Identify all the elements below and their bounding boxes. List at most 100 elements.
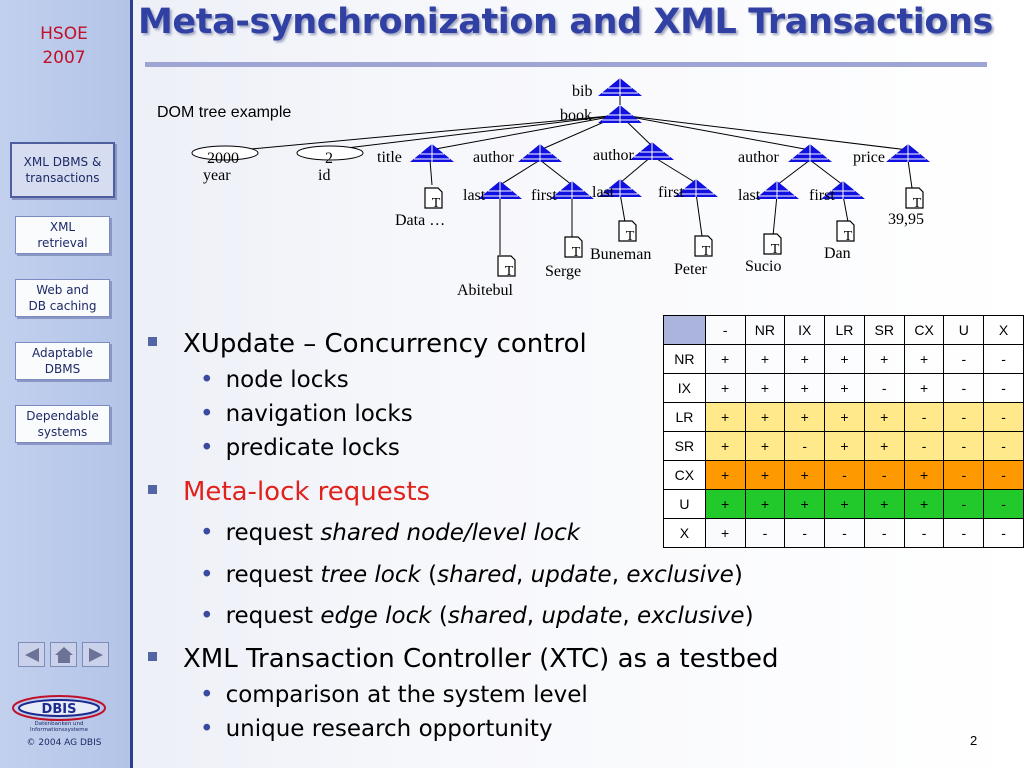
subbullet-predicate-locks: • predicate locks (200, 435, 400, 461)
svg-text:T: T (432, 196, 441, 211)
bullet-dot-icon: • (200, 682, 214, 708)
table-cell: + (784, 460, 826, 490)
svg-text:T: T (505, 264, 514, 279)
table-cell: - (983, 460, 1024, 490)
nav-dependable-systems[interactable]: Dependable systems (15, 405, 110, 443)
svg-text:T: T (626, 229, 635, 244)
node-author-1 (517, 143, 563, 163)
subbullet-navigation-locks: •navigation locks (200, 401, 413, 427)
bullet-dot-icon: • (200, 435, 214, 461)
text-node-buneman: T (618, 220, 637, 244)
table-cell: - (943, 344, 985, 374)
previous-slide-button[interactable] (18, 642, 45, 667)
bullet-dot-icon: • (200, 562, 214, 588)
label-year: year (203, 167, 231, 184)
brand-line2: 2007 (42, 48, 86, 68)
table-cell: - (903, 431, 945, 461)
dbis-logo-icon: DBIS Datenbanken und Informationssysteme (12, 695, 106, 733)
bullet-dot-icon: • (200, 520, 214, 546)
table-cell: + (903, 344, 945, 374)
text-node-serge: T (564, 236, 583, 260)
attribute-nodes (191, 145, 364, 161)
nav-label: Dependable systems (26, 409, 99, 439)
table-cell: - (983, 344, 1024, 374)
column-header: CX (903, 315, 945, 345)
dom-tree-diagram: T T T T T T T T bib book 2000 year 2 id … (191, 77, 931, 299)
nav-web-db-caching[interactable]: Web and DB caching (15, 279, 110, 317)
bullet-square-icon (148, 485, 157, 494)
next-slide-button[interactable] (82, 642, 109, 667)
sidebar: HSOE 2007 XML DBMS & transactions XML re… (0, 0, 133, 768)
table-cell: + (704, 431, 746, 461)
table-cell: - (943, 373, 985, 403)
table-corner-cell (663, 315, 706, 345)
table-cell: + (863, 402, 905, 432)
column-header: LR (824, 315, 865, 345)
bullet-text: ( (420, 562, 438, 588)
bullet-text: unique research opportunity (225, 716, 553, 742)
bullet-text: Meta-lock requests (183, 477, 431, 507)
label-serge: Serge (545, 263, 581, 280)
node-price (885, 143, 931, 163)
column-header: - (704, 315, 746, 345)
nav-xml-dbms-transactions[interactable]: XML DBMS & transactions (10, 142, 115, 198)
table-cell: + (824, 344, 865, 374)
column-header: IX (784, 315, 826, 345)
table-cell: + (704, 489, 746, 519)
column-header: SR (863, 315, 905, 345)
bullet-emphasis: edge lock (320, 603, 432, 629)
label-bib: bib (572, 83, 592, 100)
home-button[interactable] (50, 642, 77, 667)
row-header: SR (663, 431, 706, 461)
bullet-text: XUpdate – Concurrency control (183, 329, 587, 359)
node-author-2 (629, 141, 675, 161)
column-header: U (943, 315, 985, 345)
node-last-3 (754, 180, 800, 200)
table-cell: + (863, 489, 905, 519)
table-cell: + (824, 402, 865, 432)
element-nodes (409, 77, 931, 200)
subbullet-comparison: •comparison at the system level (200, 682, 588, 708)
row-header: NR (663, 344, 706, 374)
svg-text:Datenbanken und: Datenbanken und (34, 721, 83, 727)
table-row: SR++-++--- (663, 431, 1024, 461)
table-cell: + (863, 344, 905, 374)
label-book: book (560, 107, 592, 124)
subbullet-edge-lock: •request edge lock (shared, update, excl… (200, 603, 754, 629)
column-header: X (983, 315, 1024, 345)
arrow-right-icon (88, 647, 103, 662)
bullet-emphasis: tree lock (320, 562, 421, 588)
svg-text:T: T (702, 244, 711, 259)
svg-text:T: T (844, 229, 853, 244)
title-divider (145, 62, 987, 67)
table-cell: - (983, 431, 1024, 461)
label-id-value: 2 (325, 150, 333, 167)
bullet-text: predicate locks (225, 435, 400, 461)
row-header: U (663, 489, 706, 519)
row-header: X (663, 518, 706, 548)
page-number: 2 (970, 733, 978, 748)
subbullet-tree-lock: •request tree lock (shared, update, excl… (200, 562, 743, 588)
table-cell: - (784, 518, 826, 548)
table-cell: - (824, 518, 865, 548)
text-node-abitebul: T (497, 255, 516, 279)
text-node-peter: T (694, 235, 713, 259)
column-header: NR (744, 315, 786, 345)
label-peter: Peter (674, 261, 708, 278)
table-cell: - (983, 373, 1024, 403)
bullet-emphasis: shared node/level lock (320, 520, 581, 546)
row-header: IX (663, 373, 706, 403)
home-icon (54, 646, 73, 663)
label-first-3: first (809, 187, 835, 204)
bullet-dot-icon: • (200, 367, 214, 393)
nav-adaptable-dbms[interactable]: Adaptable DBMS (15, 342, 110, 380)
table-cell: + (704, 460, 746, 490)
copyright-text: © 2004 AG DBIS (26, 738, 102, 748)
arrow-left-icon (24, 647, 39, 662)
table-cell: + (824, 431, 865, 461)
nav-xml-retrieval[interactable]: XML retrieval (15, 216, 110, 254)
table-cell: + (903, 489, 945, 519)
table-cell: - (744, 518, 786, 548)
table-cell: - (943, 402, 985, 432)
table-row: U++++++-- (663, 489, 1024, 519)
